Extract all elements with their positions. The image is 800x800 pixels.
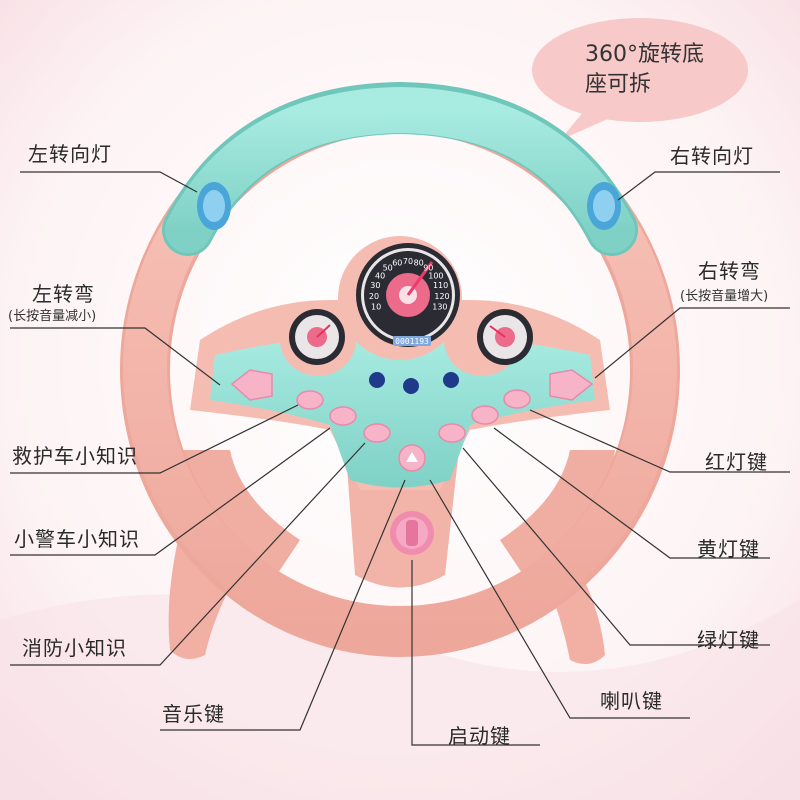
leader-lines [10,171,790,746]
speedometer-tick-label: 80 [414,259,424,268]
green-light-button [438,423,466,443]
wheel-rim [120,81,680,657]
label-music: 音乐键 [162,702,225,726]
ambulance-button [296,390,324,410]
label-left-turn: 左转弯 [32,282,95,306]
speedometer: 0001193 [356,243,460,347]
speedometer-tick-label: 110 [433,281,448,290]
speedometer-tick-label: 60 [392,259,402,268]
odometer-text: 0001193 [395,337,429,346]
left-small-gauge [289,309,345,365]
speedometer-tick-label: 130 [432,303,447,312]
indicator-light [443,372,459,388]
speedometer-tick-label: 30 [370,281,380,290]
speedometer-tick-label: 120 [434,292,449,301]
label-right-turn-light: 右转向灯 [670,144,754,168]
speedometer-tick-label: 70 [403,257,413,266]
label-green-light: 绿灯键 [697,628,760,652]
label-left-turn-note: (长按音量减小) [8,309,97,324]
label-right-turn-note: (长按音量增大) [680,289,769,304]
label-yellow-light: 黄灯键 [697,537,760,561]
speedometer-tick-label: 40 [375,272,385,281]
indicator-light [403,378,419,394]
right-small-gauge [477,309,533,365]
label-ambulance: 救护车小知识 [12,444,138,468]
label-police: 小警车小知识 [14,527,140,551]
speedometer-tick-label: 90 [423,264,433,273]
start-knob [390,511,434,555]
label-left-turn-light: 左转向灯 [28,142,112,166]
label-right-turn: 右转弯 [698,259,761,283]
fire-button [363,423,391,443]
speedometer-tick-label: 20 [369,292,379,301]
indicator-light [369,372,385,388]
bubble-line-2: 座可拆 [585,72,652,97]
speech-bubble [532,18,748,140]
bubble-text: 360°旋转底 座可拆 [585,40,704,100]
speedometer-tick-label: 100 [428,272,443,281]
yellow-light-button [471,405,499,425]
speedometer-tick-label: 10 [371,303,381,312]
red-light-button [503,389,531,409]
police-button [329,406,357,426]
bubble-line-1: 360°旋转底 [585,42,704,67]
label-fire: 消防小知识 [22,636,127,660]
label-red-light: 红灯键 [705,450,768,474]
speedometer-tick-label: 50 [383,264,393,273]
label-horn: 喇叭键 [600,689,663,713]
left-turn-button [230,369,273,401]
label-start: 启动键 [448,724,511,748]
right-turn-button [549,369,594,401]
